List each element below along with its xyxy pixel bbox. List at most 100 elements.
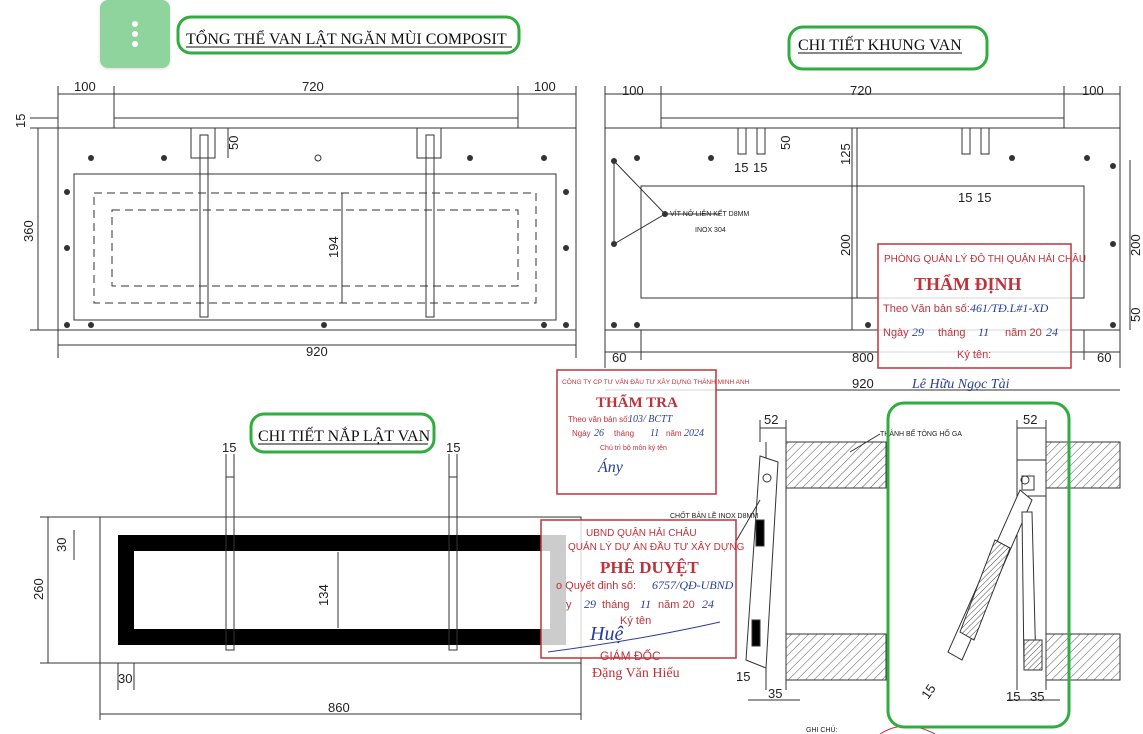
svg-text:100: 100 — [534, 79, 556, 94]
svg-text:200: 200 — [1128, 234, 1143, 256]
svg-text:15: 15 — [1006, 689, 1020, 704]
svg-text:15: 15 — [734, 160, 748, 175]
svg-text:260: 260 — [31, 578, 46, 600]
svg-text:tháng: tháng — [938, 327, 966, 339]
svg-text:15: 15 — [736, 669, 750, 684]
svg-text:năm 20: năm 20 — [1005, 327, 1042, 339]
svg-text:30: 30 — [118, 671, 132, 686]
svg-text:100: 100 — [622, 83, 644, 98]
section-dimensions: 52 52 THÀNH BỂ TÔNG HỐ GA CHỐT BẢN LỀ IN… — [670, 412, 1044, 734]
svg-text:134: 134 — [316, 584, 331, 606]
svg-text:CHI TIẾT NẮP LẬT VAN: CHI TIẾT NẮP LẬT VAN — [258, 426, 431, 445]
stamp-phe-duyet: UBND QUẬN HẢI CHÂU QUẢN LÝ DỰ ÁN ĐẦU TƯ … — [540, 519, 745, 681]
svg-text:Ký tên: Ký tên — [620, 615, 651, 627]
highlight-section-detail — [886, 401, 1071, 729]
svg-text:o Quyết định số:: o Quyết định số: — [556, 580, 636, 592]
section-view — [731, 420, 1121, 701]
svg-text:GIÁM ĐỐC: GIÁM ĐỐC — [600, 648, 661, 663]
svg-text:52: 52 — [764, 412, 778, 427]
svg-text:860: 860 — [328, 700, 350, 715]
svg-text:100: 100 — [74, 79, 96, 94]
svg-text:50: 50 — [226, 136, 241, 150]
svg-text:năm: năm — [666, 429, 682, 438]
svg-text:24: 24 — [1046, 325, 1058, 339]
svg-text:y: y — [566, 599, 572, 611]
svg-text:tháng: tháng — [614, 429, 634, 438]
svg-text:35: 35 — [1030, 689, 1044, 704]
svg-text:Theo văn bản số:: Theo văn bản số: — [568, 415, 630, 424]
svg-text:15: 15 — [222, 440, 236, 455]
svg-text:35: 35 — [768, 686, 782, 701]
svg-text:15: 15 — [753, 160, 767, 175]
svg-text:15: 15 — [977, 190, 991, 205]
svg-text:100: 100 — [1082, 83, 1104, 98]
svg-text:30: 30 — [54, 538, 69, 552]
svg-text:INOX 304: INOX 304 — [695, 227, 726, 234]
svg-text:QUẢN LÝ DỰ ÁN ĐẦU TƯ XÂY DỰNG: QUẢN LÝ DỰ ÁN ĐẦU TƯ XÂY DỰNG — [568, 540, 745, 553]
svg-text:29: 29 — [912, 325, 924, 339]
svg-text:50: 50 — [778, 136, 793, 150]
highlight-frame-title — [787, 25, 989, 71]
svg-text:720: 720 — [302, 79, 324, 94]
svg-text:tháng: tháng — [602, 599, 630, 611]
svg-text:PHÊ DUYỆT: PHÊ DUYỆT — [600, 558, 699, 577]
svg-text:Chủ trì bộ môn ký tên: Chủ trì bộ môn ký tên — [600, 444, 667, 452]
svg-text:15: 15 — [918, 681, 939, 701]
overall-bolt-holes — [64, 154, 569, 328]
svg-text:103/ BCTT: 103/ BCTT — [628, 414, 674, 425]
svg-text:15: 15 — [446, 440, 460, 455]
svg-text:Ký tên:: Ký tên: — [957, 349, 991, 361]
overall-title: TỔNG THỂ VAN LẬT NGĂN MÙI COMPOSIT — [186, 28, 512, 48]
svg-text:CÔNG TY CP TƯ VẤN ĐẦU TƯ XÂY D: CÔNG TY CP TƯ VẤN ĐẦU TƯ XÂY DỰNG THÀNH … — [562, 376, 750, 386]
highlight-overall-title — [176, 15, 521, 55]
svg-text:194: 194 — [326, 236, 341, 258]
overall-view — [30, 86, 577, 358]
svg-text:52: 52 — [1023, 412, 1037, 427]
svg-text:800: 800 — [852, 350, 874, 365]
frame-bolt-holes — [611, 155, 1116, 328]
cover-dimensions: 15 15 30 260 134 30 860 — [31, 440, 460, 715]
svg-text:Huệ: Huệ — [589, 623, 623, 645]
svg-text:29: 29 — [584, 597, 596, 611]
frame-dimensions: 100 720 100 50 15 15 125 200 200 50 15 1… — [612, 83, 1143, 391]
svg-text:60: 60 — [1097, 350, 1111, 365]
svg-text:Lê Hữu Ngọc Tài: Lê Hữu Ngọc Tài — [911, 377, 1010, 392]
svg-text:THÀNH BỂ TÔNG HỐ GA: THÀNH BỂ TÔNG HỐ GA — [880, 428, 962, 438]
svg-text:60: 60 — [612, 350, 626, 365]
svg-text:11: 11 — [978, 325, 989, 339]
svg-text:200: 200 — [838, 234, 853, 256]
svg-text:TỔNG THỂ VAN LẬT NGĂN MÙI COMP: TỔNG THỂ VAN LẬT NGĂN MÙI COMPOSIT — [186, 28, 507, 48]
svg-text:Ány: Ány — [597, 457, 624, 476]
svg-text:15: 15 — [958, 190, 972, 205]
svg-text:Đặng Văn Hiếu: Đặng Văn Hiếu — [592, 666, 680, 681]
svg-text:năm 20: năm 20 — [658, 599, 695, 611]
svg-text:Theo Văn bản số:: Theo Văn bản số: — [883, 303, 970, 315]
highlight-cover-title — [249, 412, 436, 454]
svg-text:461/TĐ.L#1-XD: 461/TĐ.L#1-XD — [970, 301, 1049, 315]
svg-text:26: 26 — [594, 428, 604, 439]
svg-text:2024: 2024 — [684, 428, 704, 439]
svg-text:360: 360 — [21, 220, 36, 242]
svg-text:THẨM ĐỊNH: THẨM ĐỊNH — [914, 273, 1022, 294]
svg-text:920: 920 — [306, 344, 328, 359]
svg-text:UBND QUẬN HẢI CHÂU: UBND QUẬN HẢI CHÂU — [586, 526, 697, 539]
svg-text:720: 720 — [850, 83, 872, 98]
svg-text:PHÒNG QUẢN LÝ ĐÔ THỊ QUẬN HẢI: PHÒNG QUẢN LÝ ĐÔ THỊ QUẬN HẢI CHÂU — [884, 252, 1086, 265]
svg-text:125: 125 — [838, 143, 853, 165]
svg-text:CHI TIẾT KHUNG VAN: CHI TIẾT KHUNG VAN — [798, 35, 962, 54]
menu-button[interactable] — [100, 0, 170, 68]
cover-title: CHI TIẾT NẮP LẬT VAN — [258, 426, 431, 445]
svg-text:GHI CHÚ:: GHI CHÚ: — [806, 725, 838, 734]
svg-text:24: 24 — [702, 597, 714, 611]
svg-text:6757/QĐ-UBND: 6757/QĐ-UBND — [652, 578, 734, 592]
frame-title: CHI TIẾT KHUNG VAN — [798, 35, 962, 54]
svg-text:11: 11 — [640, 597, 651, 611]
stamp-tham-tra: CÔNG TY CP TƯ VẤN ĐẦU TƯ XÂY DỰNG THÀNH … — [556, 369, 750, 495]
stamp-tham-dinh: PHÒNG QUẢN LÝ ĐÔ THỊ QUẬN HẢI CHÂU THẨM … — [877, 243, 1086, 392]
svg-text:15: 15 — [13, 114, 28, 128]
highlights — [176, 15, 1071, 729]
svg-text:920: 920 — [852, 376, 874, 391]
svg-text:CHỐT BẢN LỀ INOX D8MM: CHỐT BẢN LỀ INOX D8MM — [670, 510, 758, 520]
svg-text:50: 50 — [1128, 308, 1143, 322]
